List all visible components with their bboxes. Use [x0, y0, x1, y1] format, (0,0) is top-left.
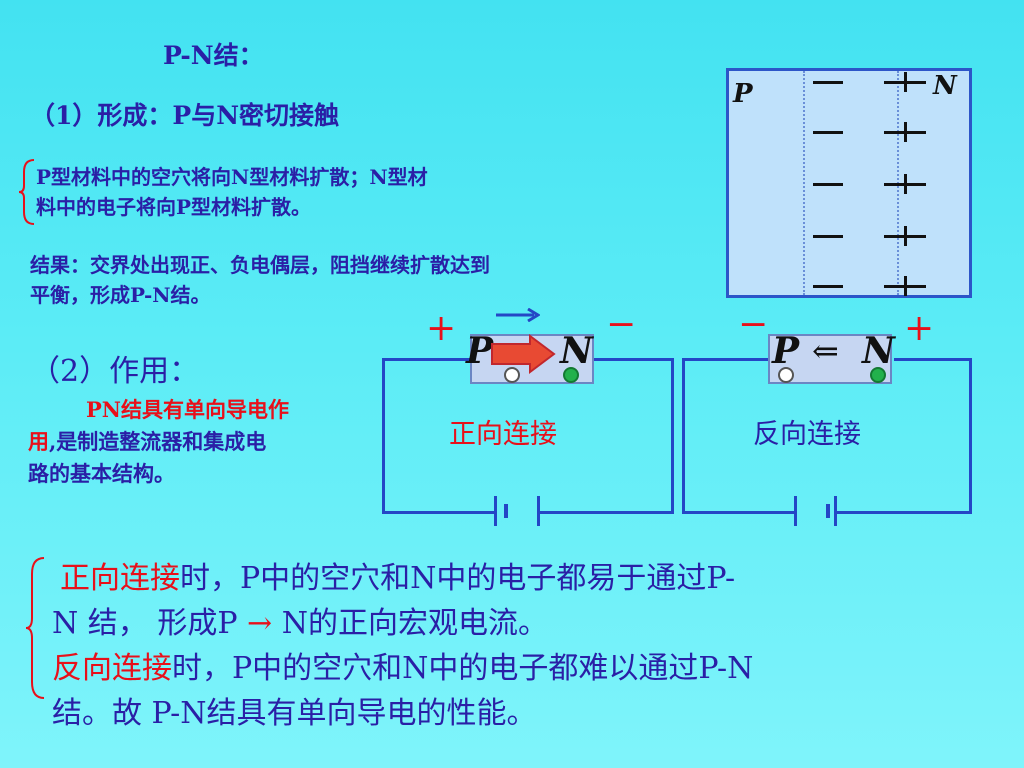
diffusion-line1: P型材料中的空穴将向N型材料扩散；N型材: [36, 165, 428, 189]
conclusion-line2: N 结， 形成P → N的正向宏观电流。: [52, 601, 982, 646]
positive-charge-stem: [904, 276, 907, 296]
result-text: 结果：交界处出现正、负电偶层，阻挡继续扩散达到 平衡，形成P-N结。: [30, 250, 490, 310]
reverse-arrow-icon: ⇐: [812, 332, 839, 370]
wire-bottom-left: [682, 511, 794, 514]
wire-right: [969, 358, 972, 514]
battery-plate-long: [794, 496, 797, 526]
positive-charge-stem: [904, 174, 907, 194]
negative-charge-icon: [813, 285, 843, 288]
function-line2-red: 用: [28, 429, 49, 454]
hole-icon: [778, 367, 794, 383]
conclusion-line2-b: N的正向宏观电流。: [272, 606, 548, 641]
diffusion-text: P型材料中的空穴将向N型材料扩散；N型材 料中的电子将向P型材料扩散。: [36, 162, 428, 222]
diffusion-line2: 料中的电子将向P型材料扩散。: [36, 195, 312, 219]
junction-boundary-left: [803, 71, 805, 295]
wire-bottom-right: [540, 511, 674, 514]
reverse-caption: 反向连接: [753, 419, 861, 450]
forward-circuit: [382, 354, 674, 526]
negative-charge-icon: [813, 131, 843, 134]
forward-caption: 正向连接: [449, 419, 557, 450]
positive-charge-stem: [904, 72, 907, 92]
reverse-circuit: [682, 354, 972, 526]
section2-heading: （2）作用：: [30, 354, 200, 389]
page-title: P-N结：: [163, 41, 264, 70]
function-line1-red: PN结具有单向导电作: [86, 397, 289, 422]
reverse-minus-sign: −: [738, 304, 769, 345]
function-line2: 用,是制造整流器和集成电: [28, 426, 373, 458]
conclusion-line4: 结。故 P-N结具有单向导电的性能。: [52, 696, 537, 731]
negative-charge-icon: [813, 81, 843, 84]
reverse-plus-sign: +: [904, 308, 935, 349]
wire-top-left: [682, 358, 768, 361]
conclusion-line2-a: N 结， 形成P: [52, 606, 248, 641]
positive-charge-stem: [904, 226, 907, 246]
reverse-n-label: N: [862, 330, 895, 372]
wire-top-left: [382, 358, 470, 361]
forward-p-label: P: [466, 330, 494, 372]
p-region-label: P: [733, 79, 753, 109]
battery-plate-long-2: [834, 496, 837, 526]
function-line2-blue: ,是制造整流器和集成电: [49, 429, 267, 454]
forward-n-label: N: [560, 330, 593, 372]
conclusion-line1: 正向连接时，P中的空穴和N中的电子都易于通过P-: [52, 556, 982, 601]
conclusion-line3-text: 时，P中的空穴和N中的电子都难以通过P-N: [172, 651, 754, 686]
battery-plate-short: [826, 504, 830, 518]
electron-icon: [563, 367, 579, 383]
function-line3: 路的基本结构。: [28, 461, 175, 486]
conclusion-line3: 反向连接时，P中的空穴和N中的电子都难以通过P-N: [52, 646, 982, 691]
pn-junction-diagram: P N: [726, 68, 972, 298]
battery-plate-long-2: [537, 496, 540, 526]
forward-plus-sign: +: [426, 308, 457, 349]
conclusion-line1-text: 时，P中的空穴和N中的电子都易于通过P-: [180, 561, 736, 596]
result-line2: 平衡，形成P-N结。: [30, 283, 211, 307]
result-line1: 结果：交界处出现正、负电偶层，阻挡继续扩散达到: [30, 253, 490, 277]
reverse-p-label: P: [772, 330, 800, 372]
wire-bottom-left: [382, 511, 494, 514]
section1-heading: （1）形成：P与N密切接触: [30, 101, 340, 130]
positive-charge-stem: [904, 122, 907, 142]
field-direction-arrow-icon: [496, 308, 540, 322]
conclusion-text: 正向连接时，P中的空穴和N中的电子都易于通过P- N 结， 形成P → N的正向…: [52, 556, 982, 736]
wire-left: [382, 358, 385, 514]
wire-top-right: [894, 358, 972, 361]
reverse-connection-term: 反向连接: [52, 651, 172, 686]
forward-minus-sign: −: [606, 304, 637, 345]
brace-icon: [18, 159, 35, 225]
wire-bottom-right: [834, 511, 972, 514]
n-region-label: N: [933, 71, 957, 101]
brace-icon: [25, 557, 45, 699]
negative-charge-icon: [813, 183, 843, 186]
wire-top-right: [594, 358, 674, 361]
electron-icon: [870, 367, 886, 383]
hole-icon: [504, 367, 520, 383]
negative-charge-icon: [813, 235, 843, 238]
battery-plate-long: [494, 496, 497, 526]
wire-right: [671, 358, 674, 514]
right-arrow-icon: →: [247, 606, 273, 641]
function-line1: PN结具有单向导电作: [28, 394, 373, 426]
battery-plate-short: [504, 504, 508, 518]
function-text: PN结具有单向导电作 用,是制造整流器和集成电 路的基本结构。: [28, 394, 373, 490]
wire-left: [682, 358, 685, 514]
forward-connection-term: 正向连接: [60, 561, 180, 596]
forward-current-arrow-icon: [491, 334, 556, 374]
